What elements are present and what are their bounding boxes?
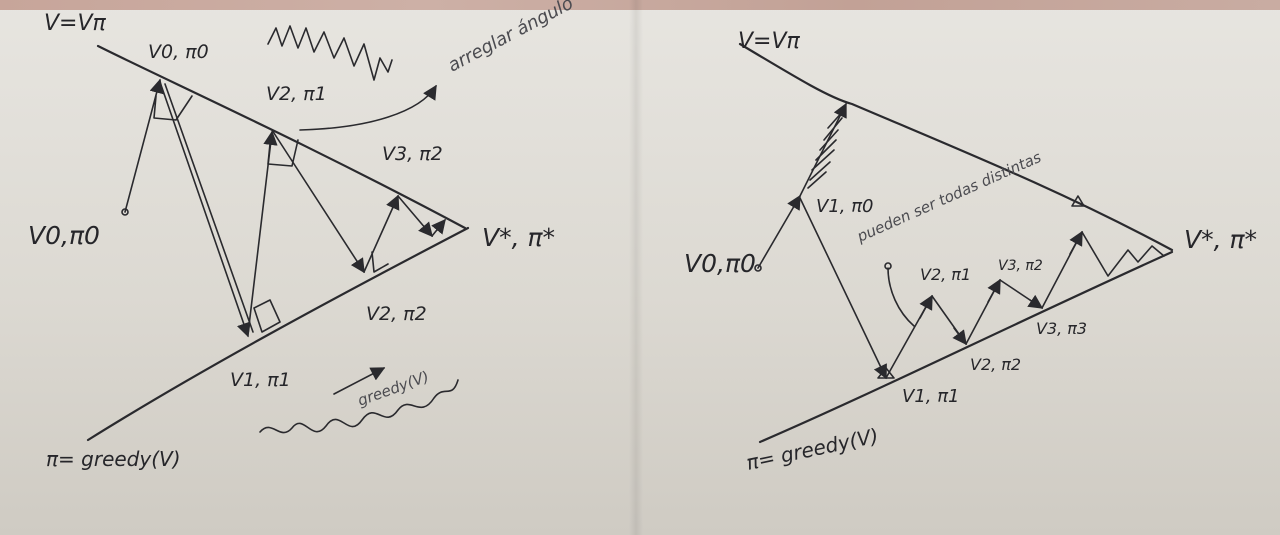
left-diagram: V=Vπ V0,π0 V0, π0 V2, π1 V3, π2 V1, π1 V…	[28, 0, 577, 471]
left-scribble	[267, 25, 393, 81]
left-bottom-line	[86, 226, 470, 442]
left-iter-5	[397, 195, 433, 238]
right-upper-label-2: V3, π2	[998, 258, 1043, 274]
right-zig-arrow-3	[1069, 230, 1083, 255]
paper-top-edge	[0, 0, 1280, 10]
right-scribble-arrow	[799, 102, 847, 197]
left-wave-scribble	[259, 379, 459, 434]
left-start-label: V0,π0	[28, 221, 100, 250]
left-lower-label-0: V1, π1	[230, 369, 291, 391]
left-bottom-line-label: π= greedy(V)	[46, 447, 181, 471]
right-start-arrow	[757, 194, 801, 269]
left-top-line-label: V=Vπ	[44, 11, 107, 36]
right-lower-label-0: V1, π1	[902, 386, 960, 407]
left-angle-1	[153, 95, 193, 121]
left-scribble-label: greedy(V)	[355, 367, 431, 409]
left-angle-3	[253, 299, 281, 333]
right-bottom-line-label: π= greedy(V)	[744, 423, 881, 474]
right-mark-top	[1071, 195, 1085, 207]
left-iter-6	[431, 218, 446, 237]
right-lower-label-2: V3, π3	[1036, 319, 1087, 338]
left-note: arreglar ángulo	[444, 0, 576, 76]
left-lower-label-1: V2, π2	[366, 303, 427, 325]
right-start-label: V0,π0	[684, 249, 756, 278]
left-top-line	[96, 44, 467, 230]
right-zig-arrow-5	[1027, 294, 1044, 309]
left-limit-label: V*, π*	[482, 223, 555, 252]
left-iter-2	[247, 130, 278, 335]
right-start-dot	[754, 264, 762, 272]
right-note-pointer	[887, 267, 915, 327]
right-top-line-label: V=Vπ	[738, 29, 801, 54]
left-iter-1b	[164, 83, 254, 333]
left-iter-1	[159, 81, 251, 338]
right-limit-label: V*, π*	[1184, 225, 1257, 254]
right-zig-arrow-4	[952, 327, 967, 346]
right-zig-arrow-1	[919, 294, 933, 319]
left-upper-label-0: V0, π0	[148, 41, 209, 63]
right-note-dot	[884, 262, 892, 270]
right-iter-1	[799, 197, 887, 380]
right-upper-label-1: V2, π1	[920, 265, 971, 284]
left-upper-label-1: V2, π1	[266, 83, 327, 105]
left-wave-arrow	[333, 367, 386, 395]
left-upper-label-2: V3, π2	[382, 143, 443, 165]
left-start-arrow	[124, 78, 164, 213]
left-angle-4	[371, 251, 389, 273]
right-lower-label-1: V2, π2	[970, 355, 1021, 374]
page-fold	[629, 0, 643, 535]
left-iter-3	[271, 129, 365, 274]
right-zig-arrow-2	[987, 278, 1001, 303]
right-scribble	[807, 109, 845, 189]
right-note: pueden ser todas distintas	[853, 148, 1044, 246]
right-bottom-line	[758, 250, 1174, 444]
right-mark-bottom	[877, 367, 895, 379]
right-diagram: V=Vπ V0,π0 V1, π0 V2, π1 V3, π2 V1, π1 V…	[684, 29, 1257, 475]
right-upper-label-0: V1, π0	[816, 196, 874, 217]
left-angle-2	[267, 139, 299, 167]
right-top-line	[738, 42, 1174, 252]
left-start-dot	[121, 208, 129, 216]
left-note-arrow	[299, 84, 437, 131]
left-iter-4	[363, 194, 400, 273]
